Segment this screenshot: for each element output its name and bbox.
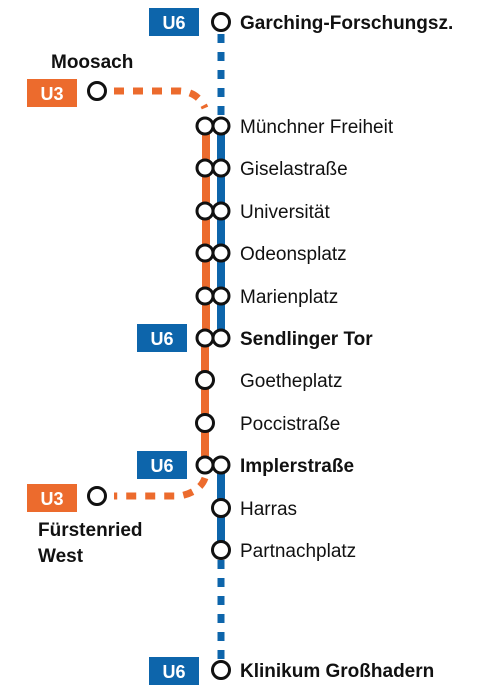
station-poccistrasse: Poccistraße [195, 413, 340, 435]
station-circle [211, 12, 231, 32]
terminal-u6-north: U6 Garching-Forschungsz. [149, 8, 453, 36]
terminal-u3-north: Moosach U3 [27, 52, 133, 107]
station-sendlinger-tor: U6 Sendlinger Tor [137, 324, 373, 352]
station-circle [211, 660, 231, 680]
u6-badge-label: U6 [162, 13, 185, 33]
station-circle-u6 [211, 243, 231, 263]
station-name: Poccistraße [240, 414, 340, 435]
station-circle [87, 486, 107, 506]
u3-dotted-south-branch [114, 476, 209, 500]
station-name: Odeonsplatz [240, 244, 347, 265]
station-odeonsplatz: Odeonsplatz [195, 243, 347, 265]
station-marienplatz: Marienplatz [195, 286, 338, 308]
station-name: Goetheplatz [240, 371, 342, 392]
station-goetheplatz: Goetheplatz [195, 370, 342, 392]
station-universitat: Universität [195, 201, 330, 223]
terminal-u3-south: U3 Fürstenried West [27, 484, 143, 567]
u3-badge [27, 484, 77, 512]
station-circle [211, 540, 231, 560]
station-implerstrasse: U6 Implerstraße [137, 451, 354, 479]
u3-dotted-north-branch [114, 87, 209, 110]
u6-badge-label: U6 [162, 662, 185, 682]
station-giselastrasse: Giselastraße [195, 158, 348, 180]
station-circle-u6 [211, 201, 231, 221]
station-circle [195, 413, 215, 433]
station-name-moosach: Moosach [51, 52, 133, 73]
u6-badge [149, 8, 199, 36]
station-circle-u6 [211, 286, 231, 306]
station-circle [195, 370, 215, 390]
station-circle [87, 81, 107, 101]
station-circle-u6 [211, 455, 231, 475]
station-name: Sendlinger Tor [240, 329, 373, 350]
u3-badge [27, 79, 77, 107]
u6-transfer-badge-label: U6 [150, 456, 173, 476]
station-name-garching: Garching-Forschungsz. [240, 13, 453, 34]
u6-badge [149, 657, 199, 685]
station-circle-u3 [195, 116, 215, 136]
station-name: Münchner Freiheit [240, 117, 394, 138]
station-circle-u3 [195, 328, 215, 348]
station-circle-u6 [211, 116, 231, 136]
station-munchner-freiheit: Münchner Freiheit [195, 116, 394, 138]
station-name: Implerstraße [240, 456, 354, 477]
u6-transfer-badge-label: U6 [150, 329, 173, 349]
u3-badge-label: U3 [40, 489, 63, 509]
station-name-fuerstenried-line1: Fürstenried [38, 520, 143, 541]
station-circle-u3 [195, 243, 215, 263]
station-name: Giselastraße [240, 159, 348, 180]
u6-transfer-badge [137, 324, 187, 352]
station-circle-u3 [195, 455, 215, 475]
terminal-u6-south: U6 Klinikum Großhadern [149, 657, 434, 685]
station-circle-u3 [195, 286, 215, 306]
station-name: Partnachplatz [240, 541, 356, 562]
station-name-fuerstenried-line2: West [38, 546, 84, 567]
station-name: Harras [240, 499, 297, 520]
station-harras: Harras [211, 498, 297, 520]
u3-badge-label: U3 [40, 84, 63, 104]
station-partnachplatz: Partnachplatz [211, 540, 356, 562]
station-circle-u6 [211, 158, 231, 178]
station-name-klinikum: Klinikum Großhadern [240, 661, 434, 682]
u6-transfer-badge [137, 451, 187, 479]
stations: Münchner FreiheitGiselastraßeUniversität… [137, 116, 394, 562]
station-name: Marienplatz [240, 287, 338, 308]
station-circle-u6 [211, 328, 231, 348]
station-name: Universität [240, 202, 330, 223]
station-circle-u3 [195, 158, 215, 178]
station-circle-u3 [195, 201, 215, 221]
station-circle [211, 498, 231, 518]
